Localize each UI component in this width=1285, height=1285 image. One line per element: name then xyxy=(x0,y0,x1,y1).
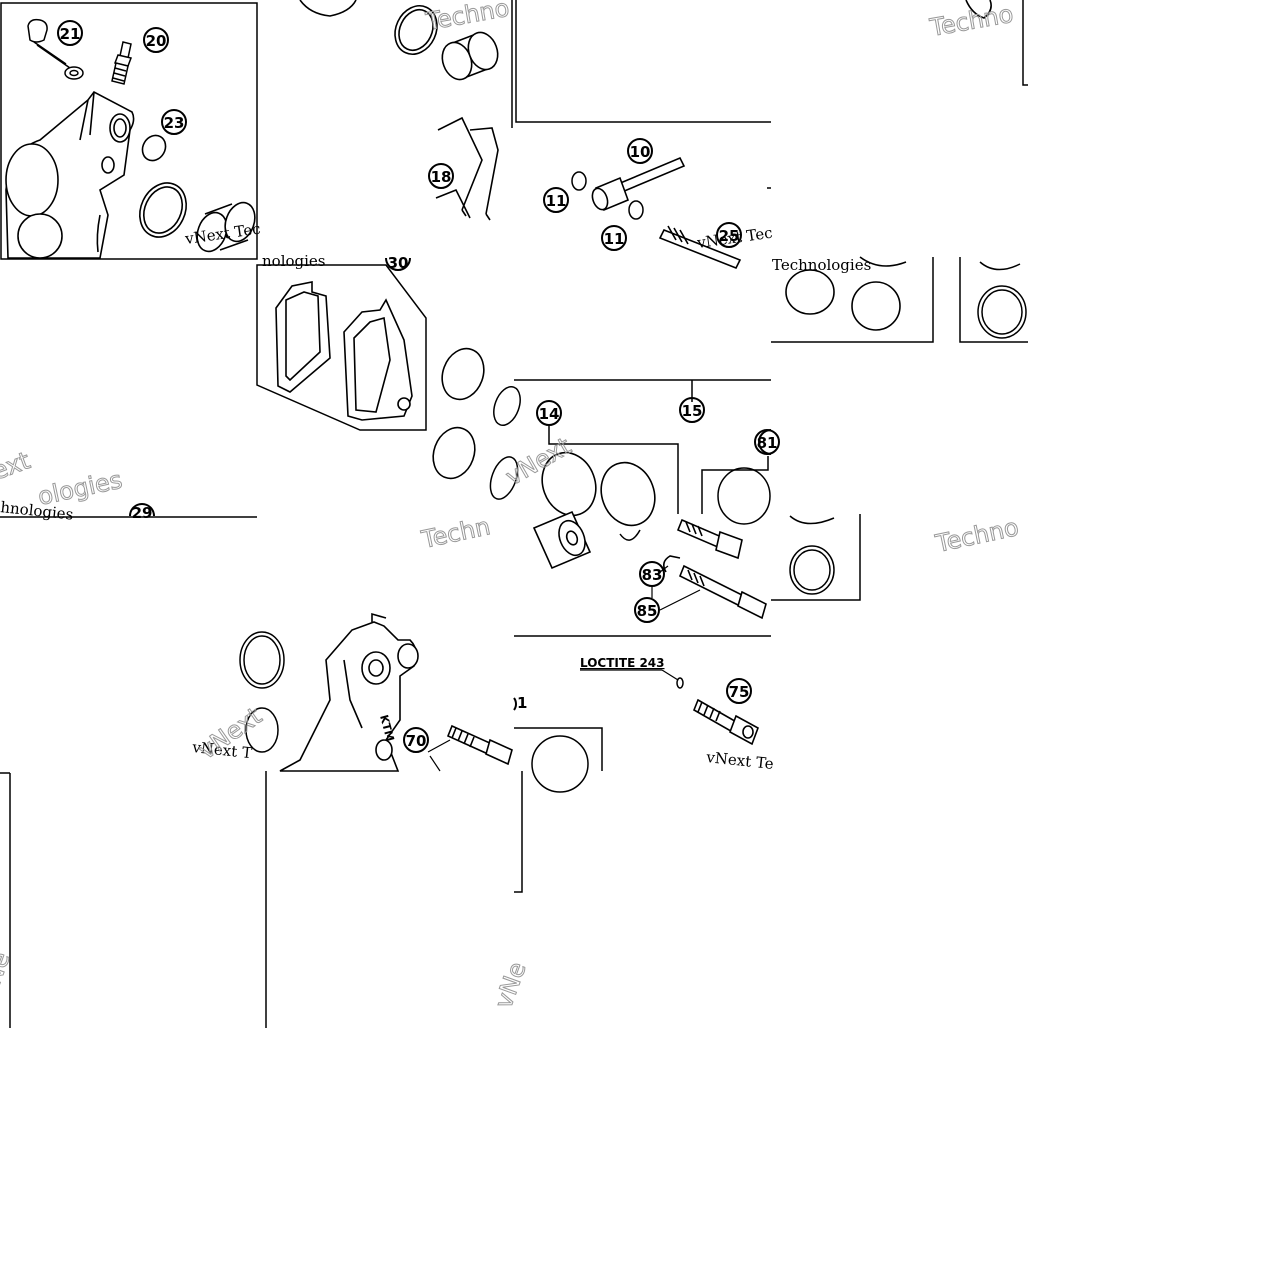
tile-bleeder-and-caliper: 21 20 23 vNext Tec xyxy=(0,2,262,260)
bleeder-screw-part xyxy=(111,41,133,85)
watermark-text: nologies xyxy=(262,252,326,270)
piston-part-5 xyxy=(785,256,907,331)
svg-text:25: 25 xyxy=(719,227,740,245)
seal-part-4 xyxy=(789,515,835,595)
callout-18: 18 xyxy=(428,163,454,189)
callout-partial: 1 xyxy=(517,694,527,712)
piston-seal-part xyxy=(139,182,187,238)
svg-text:11: 11 xyxy=(546,192,567,210)
svg-text:18: 18 xyxy=(431,168,452,186)
svg-text:30: 30 xyxy=(388,254,409,272)
svg-text:81: 81 xyxy=(757,434,778,452)
callout-10: 10 xyxy=(627,138,653,164)
tile-pad-spring: 18 Techno xyxy=(299,0,513,221)
svg-text:14: 14 xyxy=(539,405,560,423)
bolt-75-part xyxy=(692,698,759,746)
svg-text:70: 70 xyxy=(406,732,427,750)
bolt-part-2 xyxy=(678,564,767,620)
callout-70: 70 xyxy=(403,727,429,753)
callout-83: 83 xyxy=(639,561,665,587)
pad-spring-part xyxy=(435,116,499,221)
watermark-text: Technologies xyxy=(772,256,871,274)
callout-20: 20 xyxy=(143,27,169,53)
callout-15: 15 xyxy=(679,397,705,423)
svg-text:15: 15 xyxy=(682,402,703,420)
piston-part-6 xyxy=(532,510,592,570)
svg-text:75: 75 xyxy=(729,683,750,701)
tile-bolts-and-clip: 83 85 LOCTITE 243 75 vNext Te 1 xyxy=(513,510,775,793)
clip-part xyxy=(662,555,681,573)
bolt-25-part xyxy=(658,225,742,270)
svg-text:83: 83 xyxy=(642,566,663,584)
loctite-label: LOCTITE 243 xyxy=(580,656,665,670)
dust-cap-part xyxy=(27,18,84,80)
brake-pad-part xyxy=(275,281,331,393)
callout-29: 29 xyxy=(129,503,155,522)
callout-25: 25 xyxy=(716,222,742,248)
svg-text:20: 20 xyxy=(146,32,167,50)
washer-part xyxy=(571,171,587,191)
callout-11-a: 11 xyxy=(543,187,569,213)
seal-part xyxy=(489,386,521,500)
o-ring-part xyxy=(141,134,167,162)
callout-23: 23 xyxy=(161,109,187,135)
seal-part-2 xyxy=(717,467,771,525)
seal-ring-part xyxy=(394,5,438,55)
callout-30: 30 xyxy=(385,254,411,272)
thread-lock-drop xyxy=(676,677,684,689)
svg-text:23: 23 xyxy=(164,114,185,132)
svg-text:11: 11 xyxy=(604,230,625,248)
caliper-bracket-part xyxy=(279,612,419,772)
washer-part-2 xyxy=(628,200,644,220)
seal-part-3 xyxy=(977,261,1027,339)
piston-part-2 xyxy=(441,31,499,81)
piston-part-4 xyxy=(541,451,656,527)
callout-81: 81 xyxy=(754,429,780,455)
tile-row2-right: Technologies xyxy=(771,256,1028,343)
tile-brake-pads: 30 nologies Techn xyxy=(256,252,521,555)
guide-pin-part xyxy=(591,156,686,212)
svg-text:10: 10 xyxy=(630,143,651,161)
callout-11-b: 11 xyxy=(601,225,627,251)
callout-21: 21 xyxy=(57,20,83,46)
svg-text:85: 85 xyxy=(637,602,658,620)
bolt-70-part xyxy=(446,724,513,766)
callout-85: 85 xyxy=(634,597,660,623)
piston-part xyxy=(196,201,256,253)
callout-14: 14 xyxy=(536,400,562,426)
svg-text:29: 29 xyxy=(132,504,153,522)
brake-pad-part-2 xyxy=(343,298,413,421)
bolt-part xyxy=(676,518,743,560)
callout-75: 75 xyxy=(726,678,752,704)
caliper-body-part xyxy=(5,90,135,259)
seal-part-5 xyxy=(239,631,285,753)
piston-part-3 xyxy=(432,347,485,480)
svg-text:21: 21 xyxy=(60,25,81,43)
